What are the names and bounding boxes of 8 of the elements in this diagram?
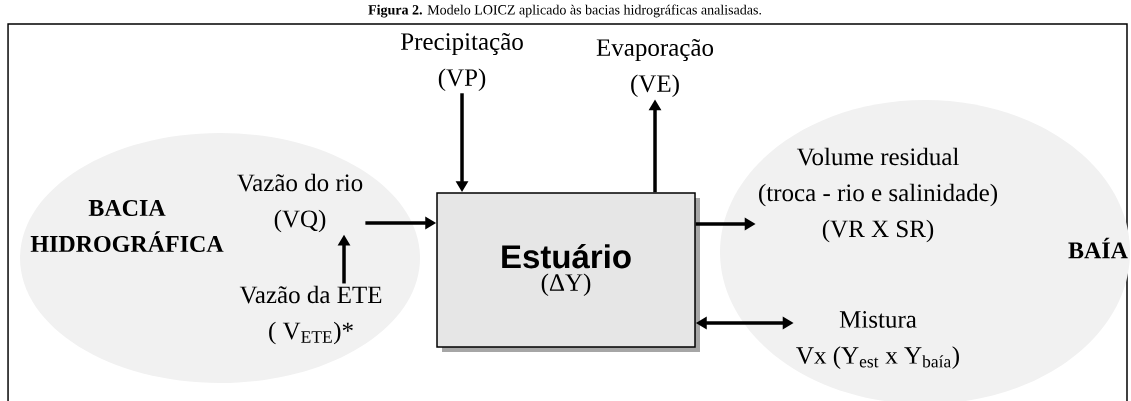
flow-label: Volume residual (troca - rio e salinidade) (VR X SR)	[759, 147, 997, 243]
flow-label: Precipitação (VP)	[400, 32, 523, 92]
figure-title: Figura 2. Modelo LOICZ aplicado às bacias hidrográficas analisadas.	[368, 4, 761, 18]
flow-label: Vazão do rio (VQ)	[237, 173, 363, 233]
flow-label: Evaporação (VE)	[596, 38, 714, 98]
flow-label: Mistura Vx (Y$_{est}$ x Y$_{baía}$)	[796, 311, 959, 369]
process-box: Estuário (ΔY)	[436, 192, 700, 352]
flow-label: Vazão da ETE ( V$_{ETE}$)*	[239, 285, 382, 345]
